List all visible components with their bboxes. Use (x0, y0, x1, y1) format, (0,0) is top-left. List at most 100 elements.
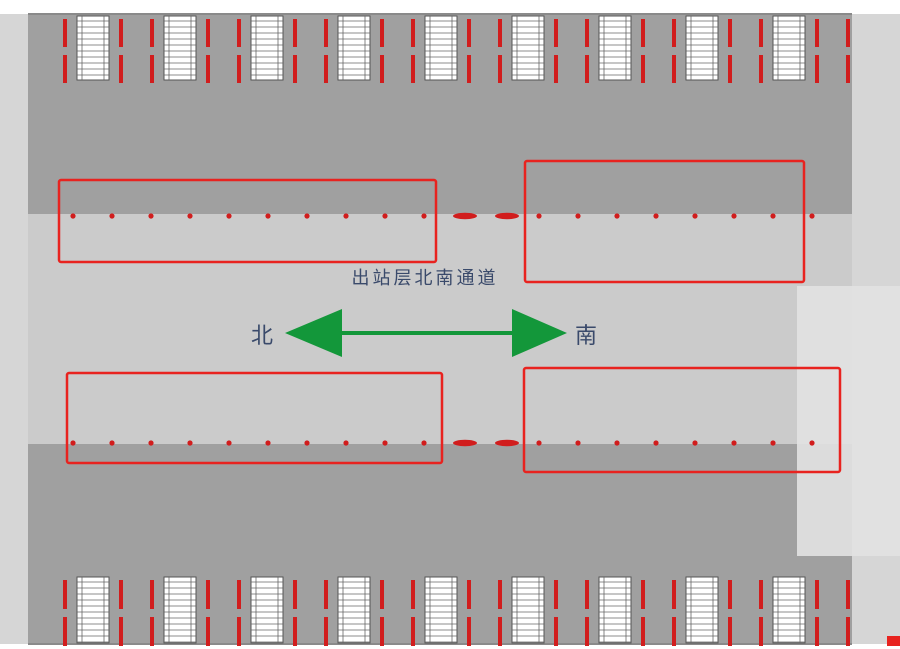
bottom-escalator (163, 576, 197, 644)
top-gate-dot (382, 213, 388, 219)
gate-mark (63, 617, 67, 646)
gate-mark (815, 19, 819, 47)
top-escalator (511, 15, 545, 81)
gate-mark (206, 617, 210, 646)
bottom-escalator (598, 576, 632, 644)
top-gate-dot (653, 213, 659, 219)
gate-mark (293, 55, 297, 83)
top-gate-dot (770, 213, 776, 219)
gate-mark (672, 580, 676, 609)
gate-mark (293, 19, 297, 47)
highlight-box-top-left (57, 178, 438, 264)
bottom-border-line (28, 643, 852, 645)
bottom-gate-dot (148, 440, 154, 446)
gate-mark (237, 19, 241, 47)
bottom-escalator (772, 576, 806, 644)
gate-mark (206, 19, 210, 47)
top-gate-dash (453, 212, 477, 220)
gate-mark (324, 580, 328, 609)
bottom-gate-dot (382, 440, 388, 446)
top-gate-dot (536, 213, 542, 219)
gate-mark (759, 617, 763, 646)
gate-mark (498, 19, 502, 47)
bottom-gate-dot (692, 440, 698, 446)
gate-mark (554, 580, 558, 609)
bottom-gate-dot (304, 440, 310, 446)
gate-mark (554, 55, 558, 83)
escalator-row-top (63, 15, 850, 83)
light-panel-right (797, 286, 900, 556)
bottom-gate-dot (226, 440, 232, 446)
highlight-box-bottom-right (522, 366, 842, 474)
top-gate-dot (575, 213, 581, 219)
top-escalator (76, 15, 110, 81)
top-gate-dot (343, 213, 349, 219)
gate-mark (380, 580, 384, 609)
gate-mark (293, 617, 297, 646)
top-gate-dot (148, 213, 154, 219)
direction-arrow (285, 309, 567, 357)
gate-mark (63, 580, 67, 609)
gate-mark (380, 55, 384, 83)
gate-mark (150, 19, 154, 47)
gate-mark (846, 617, 850, 646)
gate-mark (815, 580, 819, 609)
top-gate-dot (265, 213, 271, 219)
outer-frame-left (0, 14, 28, 644)
gate-mark (237, 580, 241, 609)
gate-mark (728, 580, 732, 609)
bottom-gate-dot (343, 440, 349, 446)
gate-mark (759, 19, 763, 47)
gate-mark (467, 55, 471, 83)
gate-line-bottom (70, 439, 815, 447)
bottom-gate-dot (109, 440, 115, 446)
gate-mark (554, 19, 558, 47)
gate-mark (324, 19, 328, 47)
bottom-gate-dot (809, 440, 815, 446)
gate-mark (641, 55, 645, 83)
highlight-box-top-right (523, 159, 806, 284)
escalator-row-bottom (63, 576, 850, 646)
gate-mark (467, 19, 471, 47)
gate-mark (759, 580, 763, 609)
top-escalator (772, 15, 806, 81)
bottom-escalator (511, 576, 545, 644)
top-escalator (250, 15, 284, 81)
gate-mark (585, 580, 589, 609)
bottom-gate-dot (770, 440, 776, 446)
gate-mark (728, 617, 732, 646)
gate-mark (759, 55, 763, 83)
top-gate-dot (809, 213, 815, 219)
top-gate-dot (421, 213, 427, 219)
top-gate-dash (495, 212, 519, 220)
top-escalator (337, 15, 371, 81)
bottom-gate-dot (70, 440, 76, 446)
gate-mark (324, 55, 328, 83)
bottom-escalator (685, 576, 719, 644)
gate-mark (293, 580, 297, 609)
gate-mark (119, 617, 123, 646)
gate-mark (846, 19, 850, 47)
bottom-escalator (250, 576, 284, 644)
top-gate-dot (731, 213, 737, 219)
gate-mark (411, 55, 415, 83)
bottom-escalator (424, 576, 458, 644)
bottom-gate-dot (653, 440, 659, 446)
gate-line-top (70, 212, 815, 220)
corner-red-marker (887, 636, 900, 646)
highlight-box-bottom-left (65, 371, 444, 465)
corridor-label: 出站层北南通道 (352, 268, 499, 289)
bottom-gate-dash (495, 439, 519, 447)
gate-mark (63, 19, 67, 47)
gate-mark (324, 617, 328, 646)
gate-mark (728, 55, 732, 83)
gate-mark (554, 617, 558, 646)
gate-mark (585, 617, 589, 646)
north-label: 北 (251, 324, 273, 349)
gate-mark (380, 19, 384, 47)
top-escalator (163, 15, 197, 81)
gate-mark (815, 55, 819, 83)
top-gate-dot (226, 213, 232, 219)
